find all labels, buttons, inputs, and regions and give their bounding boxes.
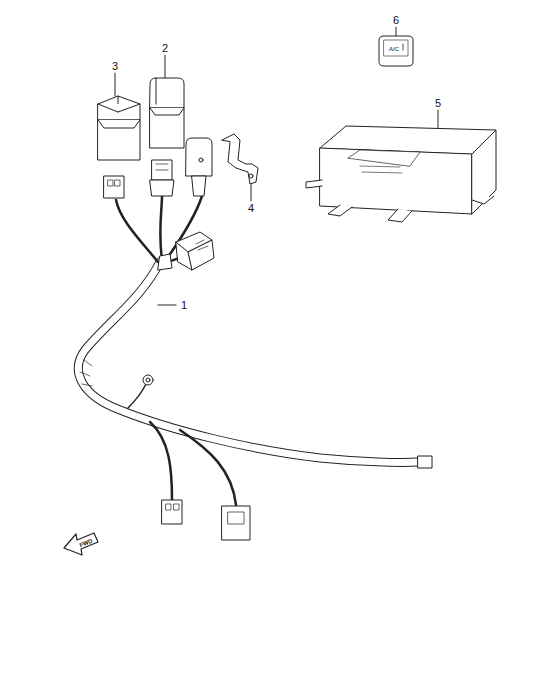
callout-number: 3 <box>111 60 119 73</box>
switch-6 <box>379 36 413 66</box>
fwd-arrow <box>64 533 98 555</box>
switch-marking: A/C <box>389 46 399 52</box>
bracket-4 <box>222 134 258 184</box>
relay-2 <box>150 78 184 148</box>
callout-number: 6 <box>392 14 400 27</box>
callout-number: 1 <box>180 299 188 312</box>
callout-number: 5 <box>434 97 442 110</box>
controller-5 <box>306 126 496 222</box>
callout-number: 2 <box>161 42 169 55</box>
wire-harness-1 <box>78 138 432 540</box>
relay-3 <box>98 96 140 160</box>
callout-number: 4 <box>247 202 255 215</box>
